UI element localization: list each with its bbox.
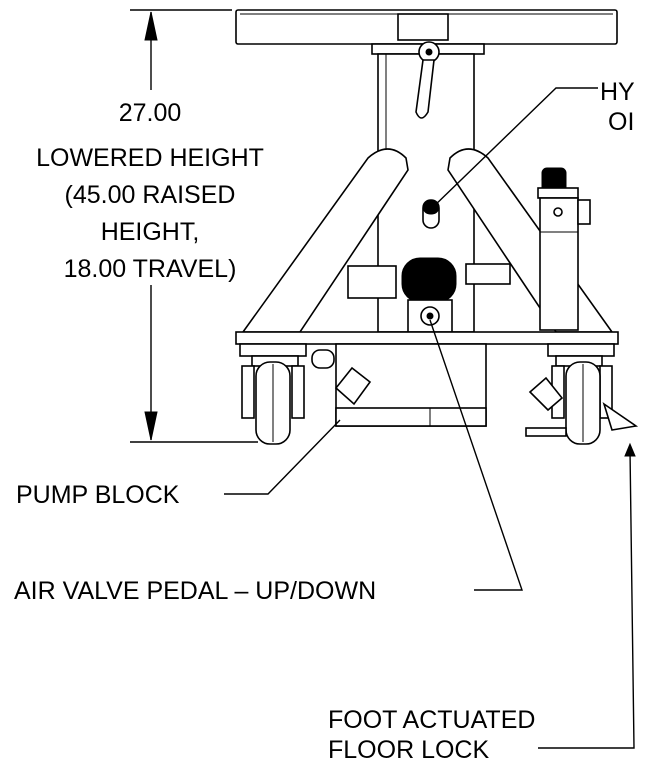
- hand-pump: [537, 167, 591, 331]
- leader-air-valve: [429, 319, 523, 591]
- leader-lines: [224, 87, 636, 749]
- callout-oil-line-2: OI: [608, 108, 634, 136]
- callout-labels: HY OI PUMP BLOCK AIR VALVE PEDAL – UP/DO…: [14, 78, 635, 764]
- dimension-line-3: HEIGHT,: [101, 218, 200, 246]
- dimension-arrow-up: [144, 11, 158, 41]
- height-dimension: 27.00 LOWERED HEIGHT (45.00 RAISED HEIGH…: [36, 9, 264, 443]
- left-caster: [241, 355, 305, 445]
- callout-floor-lock-line-1: FOOT ACTUATED: [328, 706, 535, 734]
- dimension-value: 27.00: [119, 99, 182, 127]
- dimension-line-4: 18.00 TRAVEL): [64, 255, 237, 283]
- left-leg: [241, 148, 409, 333]
- lock-handle: [415, 41, 440, 119]
- leader-floor-lock-arrow: [624, 442, 636, 457]
- dimension-arrow-down: [144, 411, 158, 441]
- pump-valve: [334, 366, 372, 406]
- floor-lock-pedal: [525, 376, 639, 437]
- lift-machine: [235, 9, 639, 445]
- leader-pump-block: [224, 419, 341, 495]
- callout-floor-lock-line-2: FLOOR LOCK: [328, 736, 489, 764]
- leader-oil: [429, 87, 598, 211]
- callout-pump-block: PUMP BLOCK: [16, 481, 180, 509]
- column-label-left: [347, 265, 397, 299]
- callout-oil-line-1: HY: [600, 78, 635, 106]
- dimension-line-1: LOWERED HEIGHT: [36, 144, 264, 172]
- callout-air-valve: AIR VALVE PEDAL – UP/DOWN: [14, 577, 376, 605]
- dimension-line-2: (45.00 RAISED: [65, 181, 236, 209]
- column-label-right: [465, 263, 511, 285]
- base-plate: [235, 331, 619, 345]
- leader-floor-lock: [538, 449, 635, 749]
- top-plate-slot: [397, 13, 449, 41]
- pedal-bellow: [401, 257, 457, 303]
